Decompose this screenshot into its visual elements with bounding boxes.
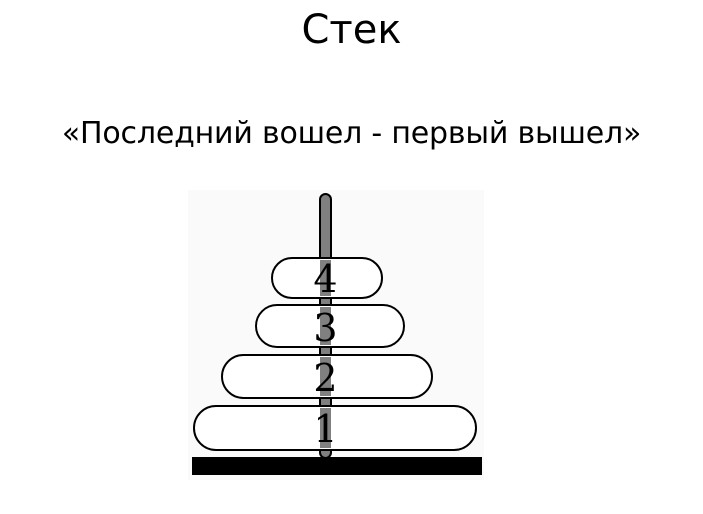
- stack-pyramid-figure: 1 2 3 4: [188, 190, 484, 480]
- ring-label-1: 1: [313, 407, 337, 451]
- ring-label-4: 4: [313, 257, 337, 301]
- stack-ring-1: 1: [193, 405, 477, 451]
- ring-label-2: 2: [313, 356, 337, 400]
- stack-ring-2: 2: [221, 354, 433, 400]
- slide-title: Стек: [301, 7, 402, 53]
- stack-ring-3: 3: [255, 304, 405, 350]
- ring-label-3: 3: [313, 306, 337, 350]
- slide-subtitle: «Последний вошел - первый вышел»: [61, 116, 642, 151]
- stack-pyramid-svg: 1 2 3 4: [192, 193, 482, 475]
- stack-base: [192, 457, 482, 475]
- stack-ring-4: 4: [271, 257, 383, 301]
